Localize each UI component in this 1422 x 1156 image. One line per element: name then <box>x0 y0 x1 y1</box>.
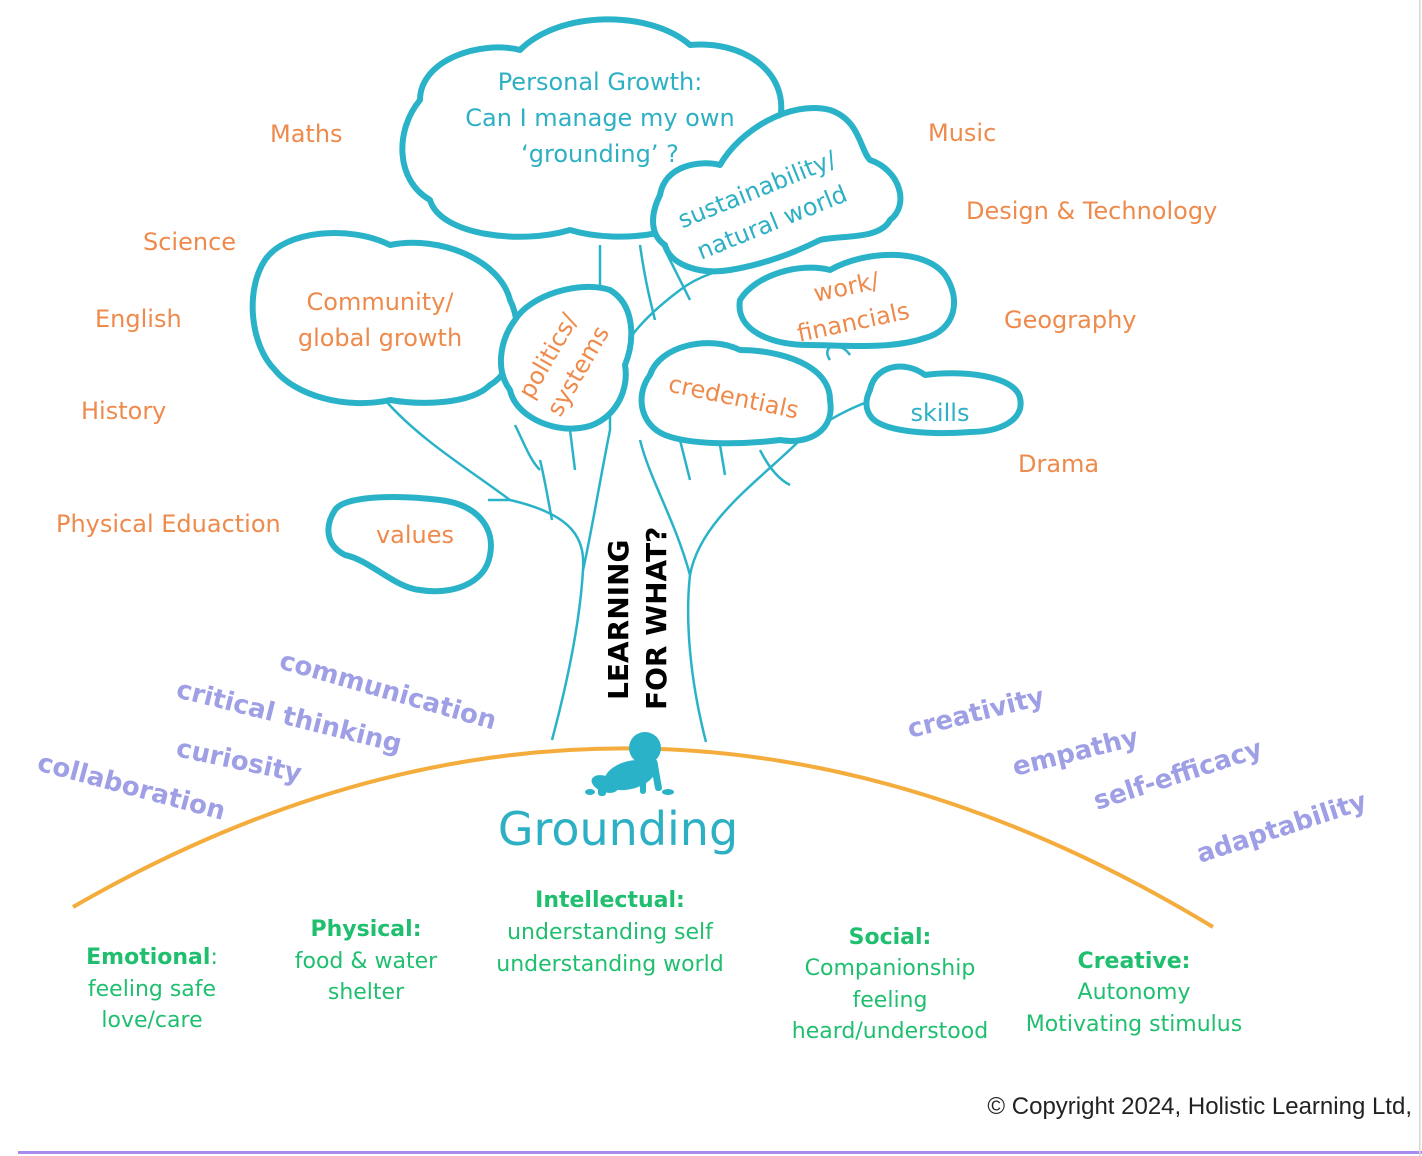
copyright-notice: © Copyright 2024, Holistic Learning Ltd, <box>987 1093 1412 1120</box>
cloud-work: work/ financials <box>736 251 957 350</box>
need-creative-line2: Motivating stimulus <box>1026 1012 1242 1037</box>
personal-growth-line2: Can I manage my own <box>465 104 734 132</box>
subject-history: History <box>81 397 166 425</box>
right-edge-line <box>1419 0 1421 1156</box>
skill-curiosity: curiosity <box>174 734 305 790</box>
subject-music: Music <box>928 119 996 147</box>
subject-english: English <box>95 305 182 333</box>
subjects-right: Music Design & Technology Geography Dram… <box>928 119 1217 478</box>
cloud-skills: skills <box>863 363 1024 437</box>
grounding-title: Grounding <box>498 802 738 856</box>
skill-empathy: empathy <box>1009 723 1141 783</box>
cloud-values: values <box>325 494 494 595</box>
trunk-label-line2: FOR WHAT? <box>640 527 673 710</box>
personal-growth-line3: ‘grounding’ ? <box>521 140 679 168</box>
need-creative-title: Creative: <box>1078 949 1191 974</box>
cloud-credentials: credentials <box>638 340 834 447</box>
need-physical-line1: food & water <box>295 949 438 974</box>
skills-left: communication critical thinking curiosit… <box>34 646 500 827</box>
crawling-baby-icon <box>585 732 674 796</box>
subject-maths: Maths <box>270 120 343 148</box>
subjects-left: Maths Science English History Physical E… <box>56 120 343 538</box>
need-social: Social: Companionship feeling heard/unde… <box>792 925 988 1044</box>
values-label: values <box>376 521 454 549</box>
skills-right: creativity empathy self-efficacy adaptab… <box>904 682 1370 870</box>
need-physical-line2: shelter <box>328 980 405 1005</box>
need-social-title: Social: <box>849 925 932 950</box>
need-creative-line1: Autonomy <box>1078 980 1191 1005</box>
community-line1: Community/ <box>307 288 455 316</box>
need-physical-title: Physical: <box>311 917 422 942</box>
need-intellectual-line1: understanding self <box>507 920 714 945</box>
subject-science: Science <box>143 228 236 256</box>
skill-adaptability: adaptability <box>1193 786 1371 869</box>
bottom-divider <box>18 1151 1422 1154</box>
need-emotional-line1: feeling safe <box>88 977 216 1002</box>
need-social-line3: heard/understood <box>792 1019 988 1044</box>
need-creative: Creative: Autonomy Motivating stimulus <box>1026 949 1242 1037</box>
need-emotional-line2: love/care <box>101 1008 202 1033</box>
cloud-politics: politics/ systems <box>497 283 635 432</box>
subject-drama: Drama <box>1018 450 1099 478</box>
trunk-label-line1: LEARNING <box>602 540 635 700</box>
skill-creativity: creativity <box>904 682 1047 745</box>
need-emotional-title: Emotional: <box>86 945 218 970</box>
personal-growth-line1: Personal Growth: <box>498 68 703 96</box>
need-social-line2: feeling <box>853 988 928 1013</box>
need-intellectual-title: Intellectual: <box>535 888 685 913</box>
need-intellectual-line2: understanding world <box>496 952 724 977</box>
subject-geography: Geography <box>1004 306 1137 334</box>
community-line2: global growth <box>298 324 462 352</box>
skills-label: skills <box>911 399 970 427</box>
need-social-line1: Companionship <box>805 956 976 981</box>
need-emotional: Emotional: feeling safe love/care <box>86 945 218 1033</box>
subject-dt: Design & Technology <box>966 197 1217 225</box>
cloud-community: Community/ global growth <box>249 230 520 407</box>
need-intellectual: Intellectual: understanding self underst… <box>496 888 724 977</box>
subject-pe: Physical Eduaction <box>56 510 281 538</box>
need-physical: Physical: food & water shelter <box>295 917 438 1005</box>
